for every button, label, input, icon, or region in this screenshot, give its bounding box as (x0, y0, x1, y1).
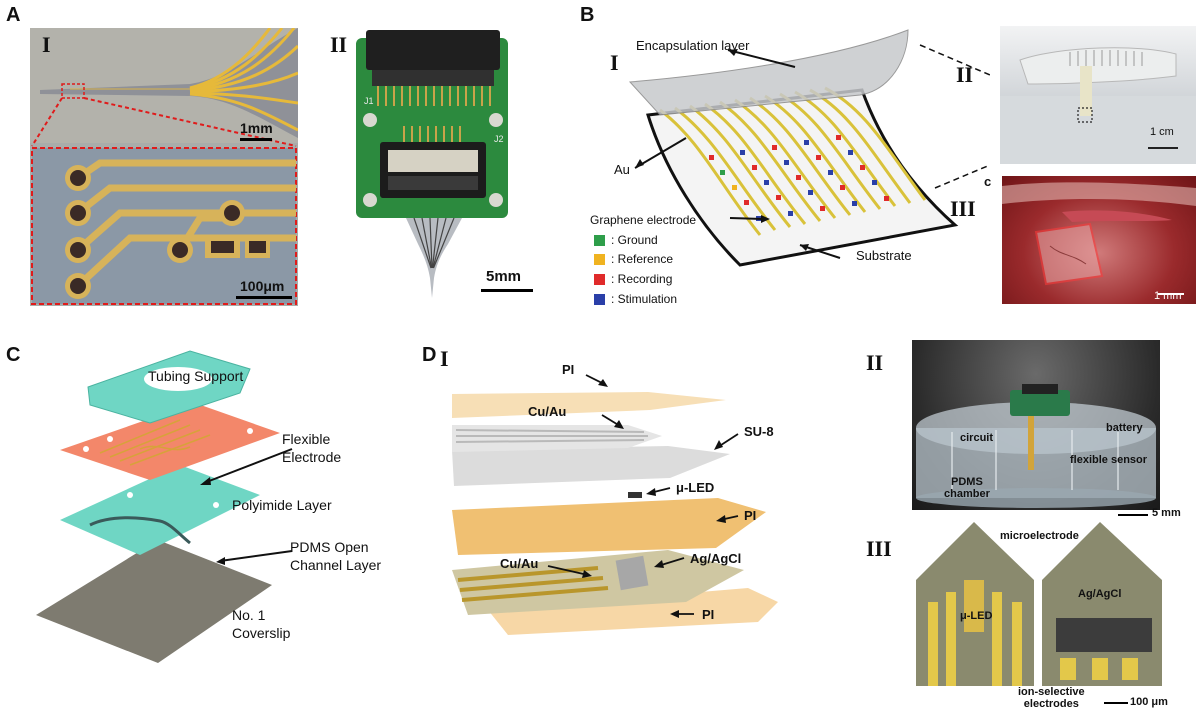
legend-title: Graphene electrode (590, 213, 697, 227)
legend-item-stimulation: : Stimulation (594, 292, 677, 306)
scale-bar-5mm-d (1118, 514, 1148, 516)
agagcl-iii-label: Ag/AgCl (1078, 588, 1122, 600)
panel-a-ii-pcb (352, 28, 516, 300)
panel-d-ii-photo (912, 340, 1160, 510)
panel-b-sub-iii: III (950, 196, 976, 221)
scale-bar-1mm (240, 138, 272, 141)
pdms-chamber-label: PDMS chamber (944, 476, 990, 500)
pdms-layer-label: PDMS Open Channel Layer (290, 539, 382, 573)
circuit-label: circuit (960, 432, 994, 444)
legend-item-ground: : Ground (594, 233, 658, 247)
scale-label-5mm-d: 5 mm (1152, 507, 1181, 519)
legend-label-reference: : Reference (611, 252, 674, 266)
b-ii-svg (1000, 47, 1196, 164)
legend-swatch-recording (594, 273, 605, 285)
panel-d-sub-iii: III (866, 536, 892, 561)
ion-selective-label: ion-selective electrodes (1018, 686, 1085, 710)
panel-b-schematic (628, 29, 990, 267)
pi-mid-label: PI (744, 508, 757, 523)
panel-b-label: B (580, 4, 595, 26)
uled-iii-label: μ-LED (960, 610, 993, 622)
pcb-svg (356, 30, 508, 298)
legend-item-recording: : Recording (594, 272, 672, 286)
pi-bottom-label: PI (702, 607, 715, 622)
tubing-support-label: Tubing Support (148, 368, 244, 384)
panel-a-sub-i: I (42, 32, 51, 57)
d-iii-svg (916, 522, 1162, 686)
panel-b-sub-c: c (984, 174, 992, 189)
legend-label-recording: : Recording (611, 272, 673, 286)
au-label: Au (614, 162, 630, 177)
coverslip-label: No. 1 Coverslip (232, 607, 291, 641)
panel-d-sub-ii: II (866, 350, 884, 375)
polyimide-layer-label: Polyimide Layer (232, 497, 332, 513)
pcb-j2-label: J2 (494, 134, 504, 144)
encapsulation-label: Encapsulation layer (636, 38, 750, 53)
scale-bar-100um-d (1104, 702, 1128, 704)
panel-a-i-micrograph (30, 28, 298, 306)
scale-label-100um-d: 100 μm (1130, 696, 1168, 708)
microelectrode-label: microelectrode (1000, 530, 1079, 542)
cuau-top-label: Cu/Au (528, 404, 567, 419)
panel-b-sub-i: I (610, 50, 619, 75)
scale-bar-5mm (481, 289, 533, 292)
uled-label: μ-LED (676, 480, 715, 495)
scale-label-5mm: 5mm (486, 268, 522, 285)
panel-c-label: C (6, 344, 21, 366)
legend-swatch-stimulation (594, 293, 605, 305)
panel-b-sub-ii: II (956, 62, 974, 87)
panel-a-label: A (6, 4, 21, 26)
legend-label-ground: : Ground (611, 233, 658, 247)
flexible-electrode-label: Flexible Electrode (282, 431, 342, 465)
scale-label-1cm: 1 cm (1150, 126, 1174, 138)
panel-a-sub-ii: II (330, 32, 348, 57)
scale-label-1mm: 1mm (240, 120, 273, 136)
flexible-sensor-label: flexible sensor (1070, 454, 1148, 466)
panel-d-schematic (452, 374, 778, 635)
panel-b-ii-photo (1000, 26, 1196, 164)
su8-label: SU-8 (744, 424, 774, 439)
scale-label-100um: 100μm (240, 278, 285, 294)
b-iii-svg (1002, 182, 1196, 295)
panel-d-label: D (422, 344, 437, 366)
legend-swatch-reference (594, 253, 605, 265)
scale-bar-100um (236, 296, 292, 299)
panel-d-iii-photo (916, 522, 1162, 686)
substrate-label: Substrate (856, 248, 912, 263)
legend-label-stimulation: : Stimulation (611, 292, 678, 306)
pcb-j1-label: J1 (364, 96, 374, 106)
scale-label-1mm-b: 1 mm (1154, 290, 1182, 302)
agagcl-label: Ag/AgCl (690, 551, 742, 566)
legend-item-reference: : Reference (594, 252, 673, 266)
panel-c-schematic (36, 350, 293, 663)
panel-d-sub-i: I (440, 346, 449, 371)
cuau-bottom-label: Cu/Au (500, 556, 539, 571)
pi-top-label: PI (562, 362, 575, 377)
d-ii-svg (916, 384, 1156, 508)
battery-label: battery (1106, 422, 1143, 434)
legend-swatch-ground (594, 234, 605, 246)
panel-b-iii-photo (1002, 176, 1196, 304)
probe-micrograph-svg (30, 28, 298, 305)
